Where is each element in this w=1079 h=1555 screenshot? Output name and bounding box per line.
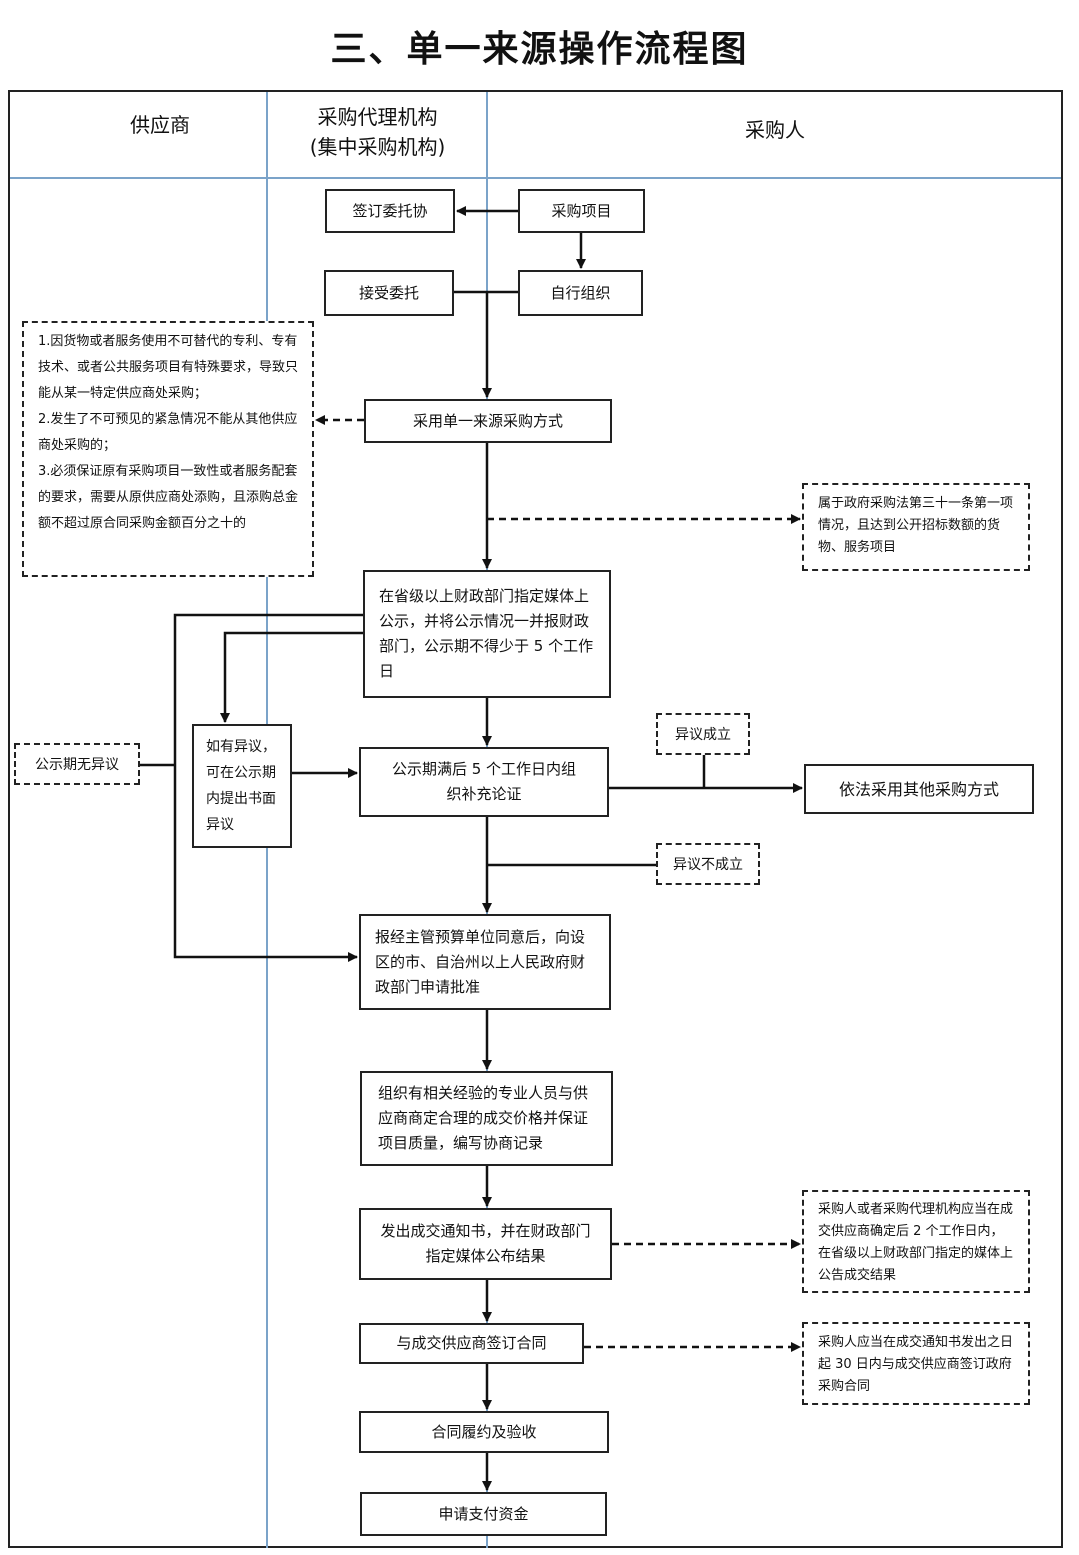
condition-3: 3.必须保证原有采购项目一致性或者服务配套的要求，需要从原供应商处添购，且添购总…	[38, 464, 299, 531]
node-procurement-project: 采购项目	[518, 189, 645, 233]
lane-header-purchaser: 采购人	[745, 118, 805, 142]
node-sign-delegation: 签订委托协	[325, 189, 455, 233]
note-contract-deadline: 采购人应当在成交通知书发出之日起 30 日内与成交供应商签订政府采购合同	[802, 1322, 1030, 1405]
node-self-organize: 自行组织	[518, 270, 643, 316]
lane-header-agency-line2: (集中采购机构)	[309, 135, 446, 159]
node-other-methods: 依法采用其他采购方式	[804, 764, 1034, 814]
page-title: 三、单一来源操作流程图	[330, 28, 749, 70]
node-adopt-single-source: 采用单一来源采购方式	[364, 399, 612, 443]
node-apply-payment: 申请支付资金	[360, 1492, 607, 1536]
note-objection-invalid: 异议不成立	[656, 843, 760, 885]
condition-2: 2.发生了不可预见的紧急情况不能从其他供应商处采购的；	[38, 412, 298, 453]
node-sign-contract: 与成交供应商签订合同	[359, 1323, 584, 1364]
note-objection-valid: 异议成立	[656, 713, 750, 755]
condition-1: 1.因货物或者服务使用不可替代的专利、专有技术、或者公共服务项目有特殊要求，导致…	[38, 334, 299, 401]
node-apply-approval: 报经主管预算单位同意后，向设区的市、自治州以上人民政府财政部门申请批准	[359, 914, 611, 1010]
node-objection-window: 如有异议，可在公示期内提出书面异议	[192, 724, 292, 848]
lane-header-agency: 采购代理机构 (集中采购机构)	[270, 102, 485, 162]
arrow-publicize-to-objection	[220, 631, 363, 723]
lane-header-supplier: 供应商	[130, 113, 190, 137]
node-issue-notice: 发出成交通知书，并在财政部门指定媒体公布结果	[359, 1208, 612, 1280]
node-negotiate: 组织有相关经验的专业人员与供应商商定合理的成交价格并保证项目质量，编写协商记录	[360, 1071, 613, 1166]
node-supplementary-demonstration: 公示期满后 5 个工作日内组织补充论证	[359, 747, 609, 817]
arrow-no-objection-to-approval	[173, 613, 363, 962]
node-publicize: 在省级以上财政部门指定媒体上公示，并将公示情况一并报财政部门，公示期不得少于 5…	[363, 570, 611, 698]
node-perform-accept: 合同履约及验收	[359, 1411, 609, 1453]
swimlane-frame	[8, 90, 1063, 1548]
note-no-objection: 公示期无异议	[14, 743, 140, 785]
note-conditions: 1.因货物或者服务使用不可替代的专利、专有技术、或者公共服务项目有特殊要求，导致…	[22, 321, 314, 577]
lane-header-agency-line1: 采购代理机构	[317, 105, 438, 129]
note-gov-law: 属于政府采购法第三十一条第一项情况，且达到公开招标数额的货物、服务项目	[802, 483, 1030, 571]
node-accept-delegation: 接受委托	[324, 270, 454, 316]
note-announce-result: 采购人或者采购代理机构应当在成交供应商确定后 2 个工作日内，在省级以上财政部门…	[802, 1190, 1030, 1293]
